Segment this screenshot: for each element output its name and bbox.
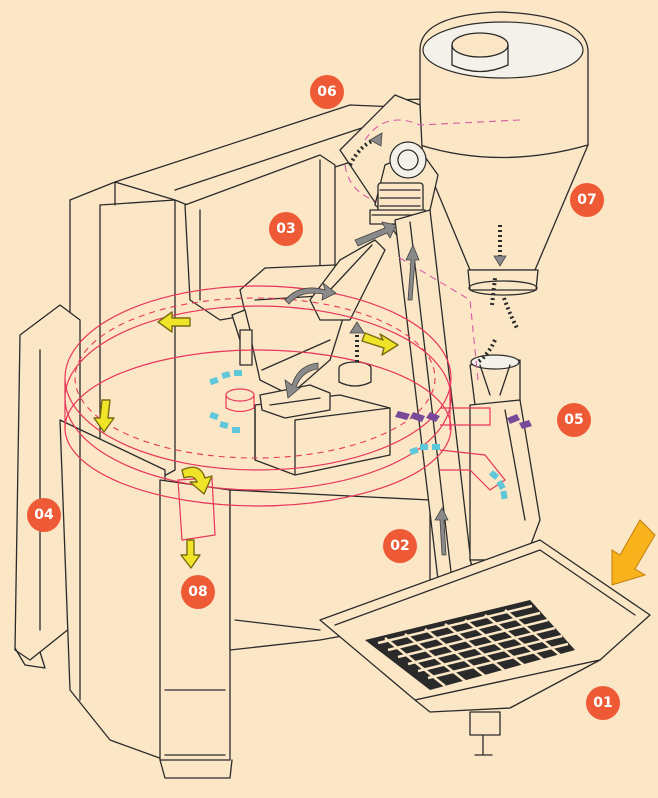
callout-badge-02: 02 bbox=[383, 529, 417, 563]
callout-badge-07: 07 bbox=[570, 183, 604, 217]
callout-badge-08: 08 bbox=[181, 575, 215, 609]
callout-label-03: 03 bbox=[276, 221, 295, 237]
callout-badge-06: 06 bbox=[310, 75, 344, 109]
callout-label-04: 04 bbox=[34, 507, 54, 523]
callout-badge-03: 03 bbox=[269, 212, 303, 246]
loading-arrow bbox=[612, 520, 655, 585]
cyclone bbox=[420, 12, 588, 295]
callout-badge-04: 04 bbox=[27, 498, 61, 532]
callout-badge-01: 01 bbox=[586, 686, 620, 720]
callout-label-06: 06 bbox=[317, 84, 336, 100]
callout-badge-05: 05 bbox=[557, 403, 591, 437]
callout-label-05: 05 bbox=[564, 412, 583, 428]
callout-label-08: 08 bbox=[188, 584, 207, 600]
callout-label-01: 01 bbox=[593, 695, 612, 711]
callout-label-07: 07 bbox=[577, 192, 596, 208]
callout-label-02: 02 bbox=[390, 538, 409, 554]
